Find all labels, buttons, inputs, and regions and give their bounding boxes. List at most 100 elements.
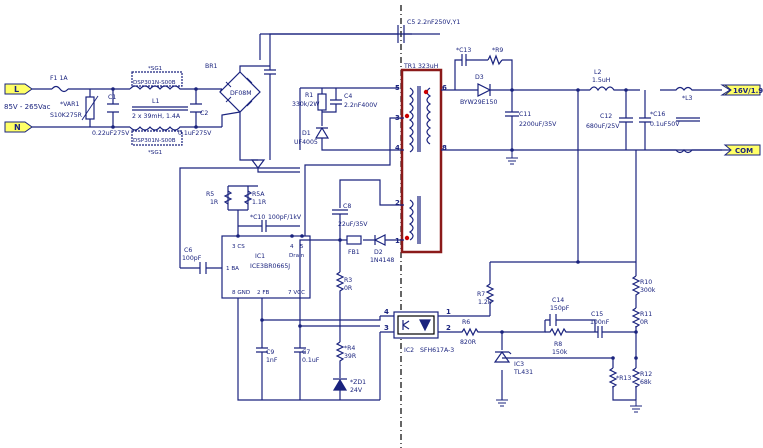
r10-value: 300k (640, 287, 656, 294)
l1-label: L1 (152, 98, 159, 105)
secondary-ground (506, 150, 518, 165)
r12-label: R12 (640, 371, 652, 378)
zd1-label: *ZD1 (350, 379, 366, 386)
ferrite-fb1 (346, 235, 362, 245)
c7-value: 0.1uF (302, 357, 320, 364)
r13-label: *R13 (616, 375, 631, 382)
terminal-l: L (4, 83, 33, 95)
primary-ground-triangle (250, 159, 266, 169)
zener-zd1 (332, 378, 348, 391)
terminal-n-label: N (14, 123, 21, 132)
c13-label: *C13 (456, 47, 471, 54)
tr1-pin-2: 2 (395, 199, 400, 207)
c8-label: C8 (343, 203, 351, 210)
d1-value: UF4005 (294, 139, 318, 146)
resistor-r4 (335, 341, 345, 362)
c15-label: C15 (591, 311, 603, 318)
r7-value: 1.2k (478, 299, 492, 306)
c6-label: C6 (184, 247, 192, 254)
r5-label: R5 (206, 191, 214, 198)
opto-pin-3: 3 (384, 324, 389, 332)
ic3-value: TL431 (513, 369, 533, 376)
r9-label: *R9 (492, 47, 503, 54)
capacitor-c16 (639, 90, 651, 150)
dsp-top-label: DSP301N-S00B (133, 80, 176, 86)
ground-to-ic (257, 168, 300, 173)
c16-label: *C16 (650, 111, 665, 118)
vcc-wire (299, 239, 347, 298)
capacitor-c7 (294, 326, 306, 400)
c4-value: 2.2nF400V (344, 102, 378, 109)
capacitor-c15 (595, 326, 636, 338)
l3-core (676, 117, 700, 122)
terminal-out-pos-label: 16V/1.9A (733, 87, 763, 95)
fuse-f1-symbol (51, 85, 69, 93)
r10-label: R10 (640, 279, 652, 286)
opto-led (419, 319, 431, 332)
resistor-r5a (243, 190, 253, 205)
resistor-r10 (631, 275, 641, 296)
r1-label: R1 (305, 92, 313, 99)
c2-value: 0.1uF275V (178, 130, 212, 137)
c5-label: C5 2.2nF250V,Y1 (407, 19, 460, 26)
r11-label: R11 (640, 311, 652, 318)
r5-value: 1R (210, 199, 219, 206)
c4-label: C4 (344, 93, 352, 100)
ic1-value: ICE3BR0665J (250, 263, 290, 270)
terminal-l-label: L (14, 85, 19, 94)
varistor-slash (81, 95, 99, 121)
d1-wires (316, 127, 398, 151)
c9-label: C9 (266, 349, 274, 356)
tr1-value: 323uH (418, 63, 439, 70)
opto-pin-2: 2 (446, 324, 451, 332)
fuse-f1-label: F1 1A (50, 75, 68, 82)
ic1-label: IC1 (255, 253, 265, 260)
r5a-value: 1.1R (252, 199, 267, 206)
ic1-pin5: 5 (300, 244, 304, 250)
r6-label: R6 (462, 319, 470, 326)
opto-pins-wires (380, 315, 490, 333)
ic1-pin3: 3 CS (232, 244, 245, 250)
tr1-label: TR1 (403, 63, 416, 70)
ic1-controller (221, 235, 311, 299)
ic2-value: SFH617A-3 (420, 347, 454, 354)
resistor-r1 (317, 93, 327, 111)
c11-value: 2200uF/35V (519, 121, 557, 128)
comp-network-top (502, 319, 596, 333)
zd1-value: 24V (350, 387, 363, 394)
ic1-fb-wire (261, 298, 381, 321)
l2-label: L2 (594, 69, 601, 76)
br1-label: BR1 (205, 63, 218, 70)
d1-label: D1 (302, 130, 311, 137)
c8-value: 22uF/35V (338, 221, 368, 228)
r3-label: R3 (344, 277, 352, 284)
spark-gap-sg1-bottom (131, 130, 183, 146)
ic1-pin2: 2 FB (257, 290, 270, 296)
dsp-bottom-label: DSP301N-S00B (133, 138, 176, 144)
r8-value: 150k (552, 349, 568, 356)
diode-d2 (373, 234, 386, 246)
bridge-ac-wires (219, 88, 241, 127)
r4-label: *R4 (344, 345, 355, 352)
secondary-ground-2 (630, 400, 642, 413)
terminal-n: N (4, 121, 33, 133)
ic1-pin7: 7 VCC (288, 290, 305, 296)
c10-value: 100pF/1kV (268, 214, 302, 221)
r1-value: 330k/2W (292, 101, 320, 108)
l1-core (132, 106, 188, 111)
c9-value: 1nF (266, 357, 278, 364)
br1-value: DF08M (230, 90, 252, 97)
capacitor-c8 (332, 209, 348, 240)
capacitor-c2 (190, 88, 222, 128)
l3-label: *L3 (682, 95, 693, 102)
tr1-primary-winding (408, 87, 414, 153)
ic3-ground (496, 399, 508, 407)
r7-wires (489, 261, 636, 316)
r5a-label: R5A (252, 191, 265, 198)
shunt-ic3 (493, 350, 511, 363)
tr1-pin-5: 5 (395, 84, 400, 92)
tr1-pin-4: 4 (395, 144, 400, 152)
tr1-core (417, 86, 421, 244)
c12-value: 680uF/25V (586, 123, 620, 130)
ic1-pin4: 4 (290, 244, 294, 250)
